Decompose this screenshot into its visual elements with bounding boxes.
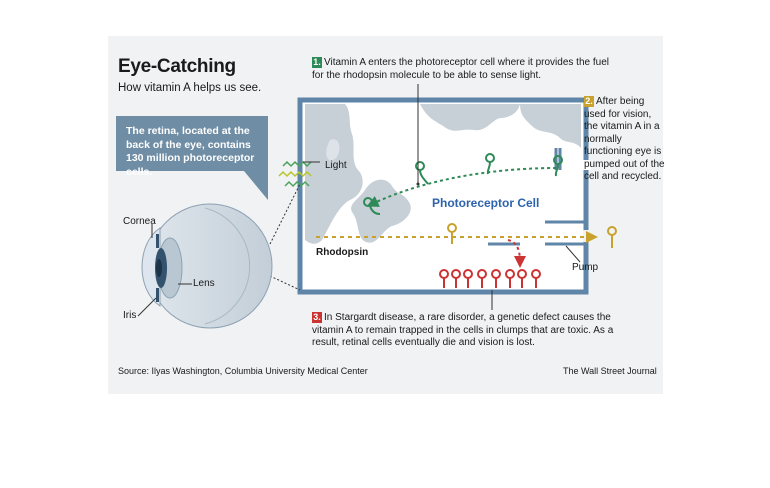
page-title: Eye-Catching bbox=[118, 56, 236, 77]
organelle-shape bbox=[326, 139, 340, 161]
recycled-vitamin-a-molecule bbox=[447, 223, 617, 248]
eye-illustration bbox=[141, 203, 273, 329]
step-1-note: 1.Vitamin A enters the photoreceptor cel… bbox=[312, 57, 612, 82]
step-1-text: Vitamin A enters the photoreceptor cell … bbox=[312, 57, 609, 81]
step-2-number: 2. bbox=[584, 96, 594, 107]
rhodopsin-label: Rhodopsin bbox=[316, 247, 369, 258]
step-1-number: 1. bbox=[312, 57, 322, 68]
zoom-line-bottom bbox=[269, 275, 301, 291]
step-2-note: 2.After being used for vision, the vitam… bbox=[584, 96, 666, 184]
retina-callout: The retina, located at the back of the e… bbox=[116, 116, 268, 178]
source-credit: Source: Ilyas Washington, Columbia Unive… bbox=[118, 366, 368, 376]
vitamin-a-molecule bbox=[363, 153, 563, 215]
iris-label: Iris bbox=[123, 310, 137, 321]
organelle-shape bbox=[351, 179, 411, 243]
pump-leader bbox=[565, 245, 581, 263]
publisher-credit: The Wall Street Journal bbox=[563, 366, 657, 376]
pump-label: Pump bbox=[572, 262, 599, 273]
lens-label: Lens bbox=[193, 278, 215, 289]
photoreceptor-cell bbox=[297, 97, 591, 295]
vitamin-a-entry-arrow bbox=[366, 167, 557, 207]
organelle-shape bbox=[305, 104, 363, 244]
organelle-shape bbox=[520, 104, 581, 148]
zoom-line-top bbox=[269, 183, 301, 245]
page-subtitle: How vitamin A helps us see. bbox=[118, 82, 262, 94]
step-3-number: 3. bbox=[312, 312, 322, 323]
step-3-text: In Stargardt disease, a rare disorder, a… bbox=[312, 312, 614, 348]
light-waves bbox=[278, 160, 320, 188]
step-3-note: 3.In Stargardt disease, a rare disorder,… bbox=[312, 312, 630, 350]
iris-leader bbox=[137, 297, 157, 317]
cornea-label: Cornea bbox=[123, 216, 156, 227]
trapped-vitamin-a-arrow bbox=[507, 239, 526, 268]
toxic-vitamin-a-clump bbox=[439, 269, 541, 288]
step-2-text: After being used for vision, the vitamin… bbox=[584, 96, 665, 182]
photoreceptor-cell-label: Photoreceptor Cell bbox=[432, 196, 540, 210]
light-label: Light bbox=[325, 160, 347, 171]
organelle-shape bbox=[420, 104, 520, 131]
callout-pointer bbox=[244, 171, 268, 200]
